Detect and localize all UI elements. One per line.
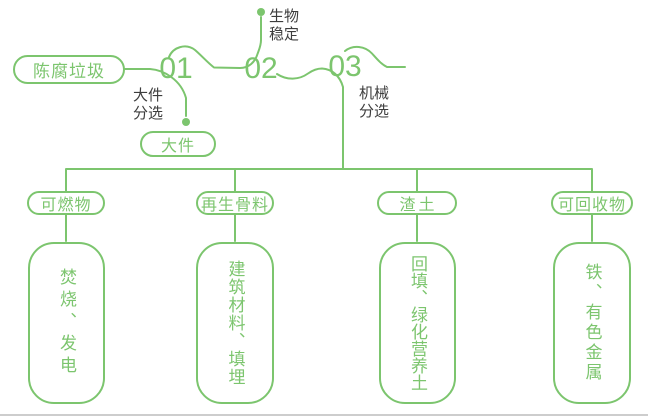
step-label-mechanical-sorting: 机械分选 xyxy=(359,85,390,120)
flow-line-03-out xyxy=(344,45,406,68)
result-node-recycled-aggregate: 建筑材料、填埋 xyxy=(196,242,274,404)
result-node-combustibles: 焚烧、发电 xyxy=(28,242,105,404)
bulky-waste-node: 大件 xyxy=(140,131,216,157)
result-node-slag-soil: 回填、绿化营养土 xyxy=(379,242,456,404)
step-label-bulky-sorting: 大件分选 xyxy=(133,87,164,122)
flow-line-source-to-01 xyxy=(124,68,187,117)
category-node-recycled-aggregate: 再生骨料 xyxy=(196,191,274,215)
step-number-02: 02 xyxy=(244,52,278,85)
category-node-combustibles: 可燃物 xyxy=(27,191,105,215)
category-node-slag-soil: 渣土 xyxy=(377,191,457,215)
step-label-bio-stabilization: 生物稳定 xyxy=(269,8,300,43)
flow-line-02-to-03 xyxy=(276,67,344,169)
distribution-line xyxy=(65,168,593,192)
connector-dot-biostable xyxy=(257,8,265,16)
connector-dot-bulky xyxy=(182,118,190,126)
category-node-recyclables: 可回收物 xyxy=(551,191,633,215)
step-number-01: 01 xyxy=(159,52,193,85)
source-node: 陈腐垃圾 xyxy=(13,55,125,84)
step-number-03: 03 xyxy=(328,50,362,83)
bottom-edge-divider xyxy=(0,414,648,416)
result-node-recyclables: 铁、有色金属 xyxy=(553,242,631,404)
flow-line-01-to-02 xyxy=(168,16,262,69)
